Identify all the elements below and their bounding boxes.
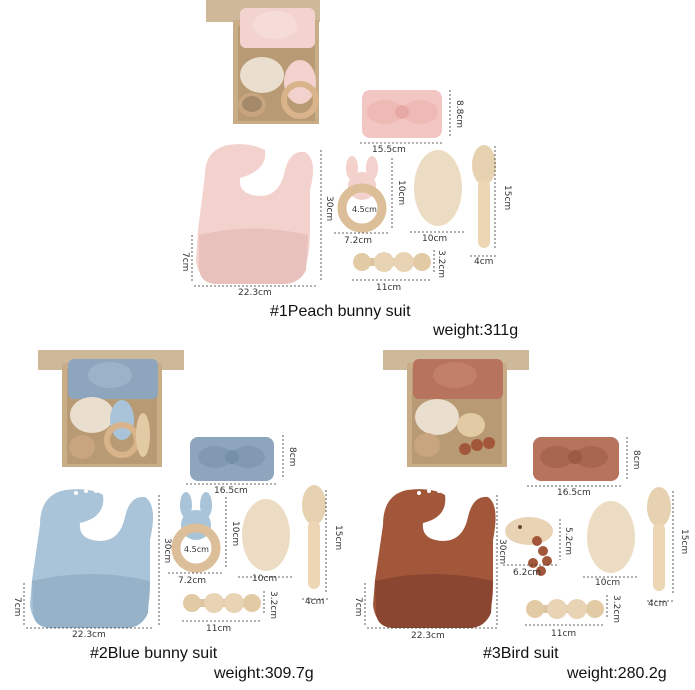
dim-rattle-width: 11cm bbox=[551, 629, 577, 639]
dim-rattle-width: 11cm bbox=[206, 624, 232, 634]
product-weight: weight:280.2g bbox=[567, 665, 667, 682]
rattle-peach bbox=[352, 250, 435, 281]
milestone-plaque-blue bbox=[238, 499, 294, 578]
dim-plaque-width: 10cm bbox=[595, 578, 621, 588]
dim-teether-ring: 4.5cm bbox=[352, 205, 377, 214]
dim-rattle-height: 3.2cm bbox=[611, 595, 621, 624]
gift-box-peach bbox=[206, 0, 320, 124]
dim-teether-width: 7.2cm bbox=[178, 576, 207, 586]
blue-set-illustration bbox=[23, 350, 328, 629]
dim-teether-height: 10cm bbox=[230, 521, 240, 547]
dim-bib-pocket: 7cm bbox=[180, 252, 190, 272]
product-set-bird: 16.5cm 8cm 22.3cm 30cm 7cm 6.2cm 5.2cm 1… bbox=[345, 345, 695, 690]
bib-bird bbox=[364, 489, 498, 629]
product-weight: weight:311g bbox=[433, 322, 519, 339]
dim-brush-height: 15cm bbox=[679, 529, 689, 555]
dim-teether-height: 10cm bbox=[396, 180, 406, 206]
dim-teether-width: 6.2cm bbox=[513, 568, 542, 578]
hair-brush-blue bbox=[302, 485, 328, 600]
dim-teether-height: 5.2cm bbox=[563, 527, 573, 556]
peach-set-illustration bbox=[191, 0, 496, 287]
dim-plaque-width: 10cm bbox=[422, 234, 448, 244]
dim-headband-height: 8cm bbox=[631, 450, 641, 470]
dim-teether-ring: 4.5cm bbox=[184, 545, 209, 554]
product-title: #1Peach bunny suit bbox=[270, 303, 411, 320]
hair-brush-bird bbox=[647, 487, 674, 602]
dim-bib-width: 22.3cm bbox=[72, 630, 106, 640]
dim-rattle-height: 3.2cm bbox=[268, 591, 278, 620]
dim-headband-width: 15.5cm bbox=[372, 145, 406, 155]
product-set-blue: 16.5cm 8cm 22.3cm 30cm 7cm 7.2cm 10cm 4.… bbox=[0, 345, 350, 690]
dim-bib-height: 30cm bbox=[162, 538, 172, 564]
dim-bib-height: 30cm bbox=[324, 196, 334, 222]
dim-headband-width: 16.5cm bbox=[557, 488, 591, 498]
dim-brush-height: 15cm bbox=[502, 185, 512, 211]
bird-set-illustration bbox=[364, 350, 674, 629]
product-title: #2Blue bunny suit bbox=[90, 645, 218, 662]
dim-plaque-width: 10cm bbox=[252, 574, 278, 584]
headband-peach bbox=[360, 90, 451, 144]
dim-brush-height: 15cm bbox=[333, 525, 343, 551]
rattle-blue bbox=[182, 591, 265, 622]
rattle-bird bbox=[525, 595, 608, 626]
dim-bib-pocket: 7cm bbox=[12, 597, 22, 617]
milestone-plaque-peach bbox=[410, 150, 466, 233]
gift-box-blue bbox=[38, 350, 184, 467]
gift-box-bird bbox=[383, 350, 529, 467]
headband-blue bbox=[186, 435, 284, 485]
dim-brush-width: 4cm bbox=[474, 257, 494, 267]
bird-teether bbox=[503, 517, 561, 576]
dim-headband-height: 8cm bbox=[287, 447, 297, 467]
dim-teether-width: 7.2cm bbox=[344, 236, 373, 246]
dim-bib-width: 22.3cm bbox=[238, 288, 272, 298]
bunny-teether-peach bbox=[334, 156, 393, 234]
bib-peach bbox=[191, 144, 322, 287]
dim-brush-width: 4cm bbox=[305, 597, 325, 607]
hair-brush-peach bbox=[470, 145, 496, 257]
dim-headband-width: 16.5cm bbox=[214, 486, 248, 496]
dim-bib-height: 30cm bbox=[497, 539, 507, 565]
milestone-plaque-bird bbox=[583, 501, 639, 578]
dim-rattle-height: 3.2cm bbox=[436, 250, 446, 279]
bunny-teether-blue bbox=[168, 492, 227, 574]
bib-blue bbox=[23, 489, 160, 629]
dim-bib-pocket: 7cm bbox=[353, 597, 363, 617]
dim-bib-width: 22.3cm bbox=[411, 631, 445, 641]
dim-headband-height: 8.8cm bbox=[454, 100, 464, 129]
dim-brush-width: 4cm bbox=[648, 599, 668, 609]
dim-rattle-width: 11cm bbox=[376, 283, 402, 293]
product-set-peach: 15.5cm 8.8cm 22.3cm 30cm 7cm 7.2cm 10cm … bbox=[180, 0, 519, 339]
product-title: #3Bird suit bbox=[483, 645, 559, 662]
product-weight: weight:309.7g bbox=[214, 665, 314, 682]
headband-bird bbox=[527, 437, 628, 487]
